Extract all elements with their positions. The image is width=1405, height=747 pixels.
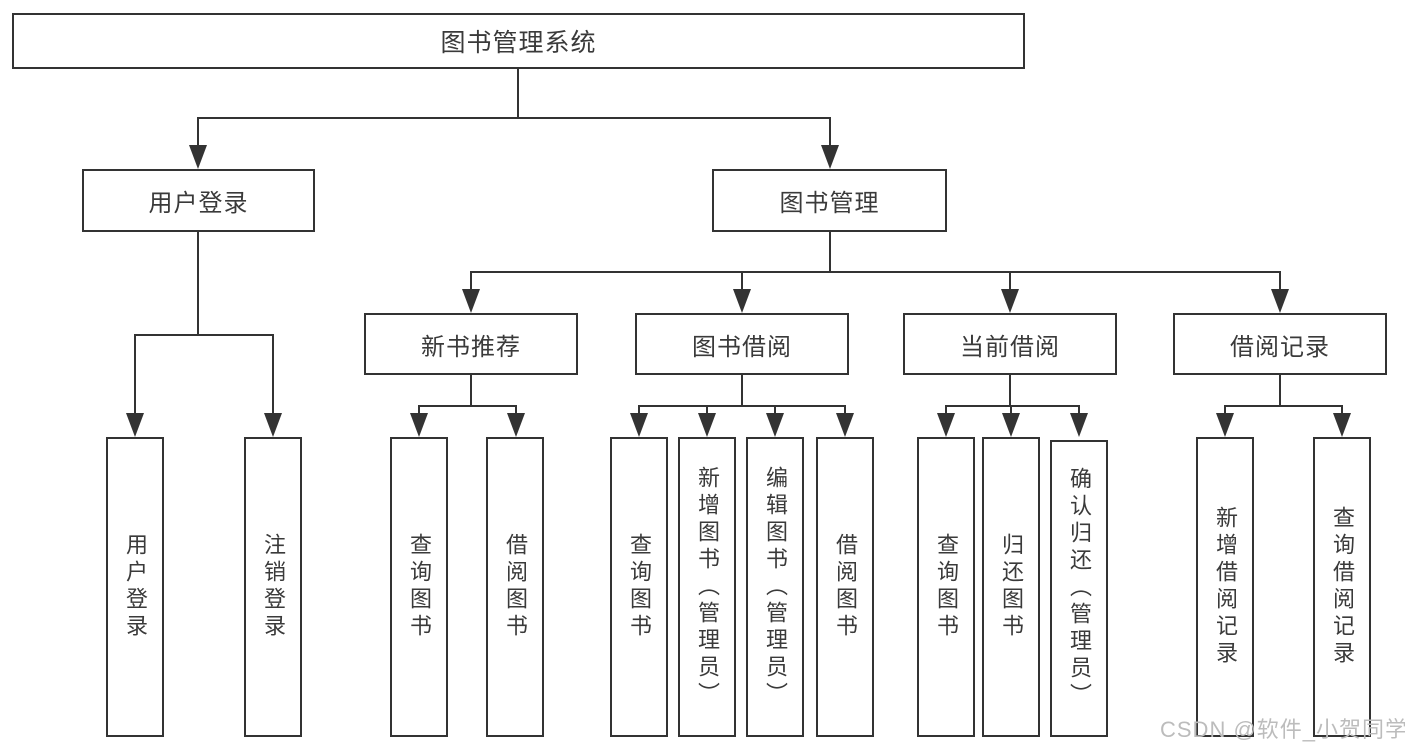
connector-line <box>638 405 640 415</box>
arrow-down-icon <box>698 413 716 437</box>
node-label: 用户登录 <box>148 190 249 217</box>
node-user-login: 用户登录 <box>82 169 315 232</box>
node-confirm-return-admin: 确认归还（管理员） <box>1050 440 1108 737</box>
connector-line <box>1224 405 1226 415</box>
arrow-down-icon <box>937 413 955 437</box>
arrow-down-icon <box>1333 413 1351 437</box>
node-label: 当前借阅 <box>960 333 1060 361</box>
connector-line <box>1341 405 1343 415</box>
connector-line <box>1009 375 1011 406</box>
connector-line <box>470 375 472 406</box>
arrow-down-icon <box>630 413 648 437</box>
arrow-down-icon <box>1216 413 1234 437</box>
node-add-books-admin: 新增图书（管理员） <box>678 437 736 737</box>
node-user-login-leaf: 用户登录 <box>106 437 164 737</box>
arrow-down-icon <box>1002 413 1020 437</box>
node-borrow-books-borrowing: 借阅图书 <box>816 437 874 737</box>
connector-line <box>1279 271 1281 291</box>
node-label: 查询借阅记录 <box>1330 506 1355 668</box>
connector-line <box>515 405 517 415</box>
node-label: 查询图书 <box>627 533 652 641</box>
connector-line <box>829 232 831 273</box>
connector-line <box>741 271 743 291</box>
connector-line <box>1010 405 1012 415</box>
node-add-borrow-record: 新增借阅记录 <box>1196 437 1254 737</box>
node-current-borrowing: 当前借阅 <box>903 313 1117 375</box>
connector-line <box>470 271 1281 273</box>
node-return-books: 归还图书 <box>982 437 1040 737</box>
connector-line <box>741 375 743 406</box>
node-edit-books-admin: 编辑图书（管理员） <box>746 437 804 737</box>
arrow-down-icon <box>126 413 144 437</box>
arrow-down-icon <box>766 413 784 437</box>
node-query-borrow-record: 查询借阅记录 <box>1313 437 1371 737</box>
node-query-books-current: 查询图书 <box>917 437 975 737</box>
connector-line <box>706 405 708 415</box>
arrow-down-icon <box>264 413 282 437</box>
connector-line <box>945 405 947 415</box>
node-label: 确认归还（管理员） <box>1067 467 1092 710</box>
node-label: 借阅图书 <box>503 533 528 641</box>
node-query-books-recommend: 查询图书 <box>390 437 448 737</box>
connector-line <box>470 271 472 291</box>
node-label: 新书推荐 <box>421 333 521 361</box>
node-book-management-system: 图书管理系统 <box>12 13 1025 69</box>
arrow-down-icon <box>410 413 428 437</box>
node-book-management: 图书管理 <box>712 169 947 232</box>
connector-line <box>517 69 519 118</box>
arrow-down-icon <box>1001 289 1019 313</box>
arrow-down-icon <box>1070 413 1088 437</box>
node-label: 借阅记录 <box>1230 333 1330 361</box>
connector-line <box>272 334 274 415</box>
node-label: 新增借阅记录 <box>1213 506 1238 668</box>
connector-line <box>945 405 1080 407</box>
node-book-borrowing: 图书借阅 <box>635 313 849 375</box>
arrow-down-icon <box>462 289 480 313</box>
node-label: 用户登录 <box>123 533 148 641</box>
connector-line <box>418 405 420 415</box>
node-label: 注销登录 <box>261 533 286 641</box>
node-new-book-recommendation: 新书推荐 <box>364 313 578 375</box>
node-label: 归还图书 <box>999 533 1024 641</box>
watermark: CSDN @软件_小贺同学 <box>1160 717 1405 742</box>
node-borrowing-records: 借阅记录 <box>1173 313 1387 375</box>
connector-line <box>197 232 199 336</box>
node-label: 图书借阅 <box>692 333 792 361</box>
node-label: 借阅图书 <box>833 533 858 641</box>
connector-line <box>1224 405 1342 407</box>
connector-line <box>638 405 846 407</box>
arrow-down-icon <box>189 145 207 169</box>
node-label: 查询图书 <box>934 533 959 641</box>
node-label: 查询图书 <box>407 533 432 641</box>
arrow-down-icon <box>733 289 751 313</box>
connector-line <box>1279 375 1281 406</box>
connector-line <box>1009 271 1011 291</box>
node-borrow-books-recommend: 借阅图书 <box>486 437 544 737</box>
arrow-down-icon <box>1271 289 1289 313</box>
connector-line <box>197 117 831 119</box>
node-label: 图书管理系统 <box>440 29 597 57</box>
connector-line <box>134 334 136 415</box>
node-query-books-borrowing: 查询图书 <box>610 437 668 737</box>
arrow-down-icon <box>821 145 839 169</box>
node-logout: 注销登录 <box>244 437 302 737</box>
connector-line <box>774 405 776 415</box>
node-label: 图书管理 <box>779 190 880 217</box>
connector-line <box>134 334 274 336</box>
node-label: 新增图书（管理员） <box>695 465 720 709</box>
arrow-down-icon <box>507 413 525 437</box>
connector-line <box>1078 405 1080 415</box>
arrow-down-icon <box>836 413 854 437</box>
connector-line <box>829 117 831 147</box>
connector-line <box>197 117 199 147</box>
connector-line <box>418 405 517 407</box>
node-label: 编辑图书（管理员） <box>763 465 788 709</box>
connector-line <box>844 405 846 415</box>
